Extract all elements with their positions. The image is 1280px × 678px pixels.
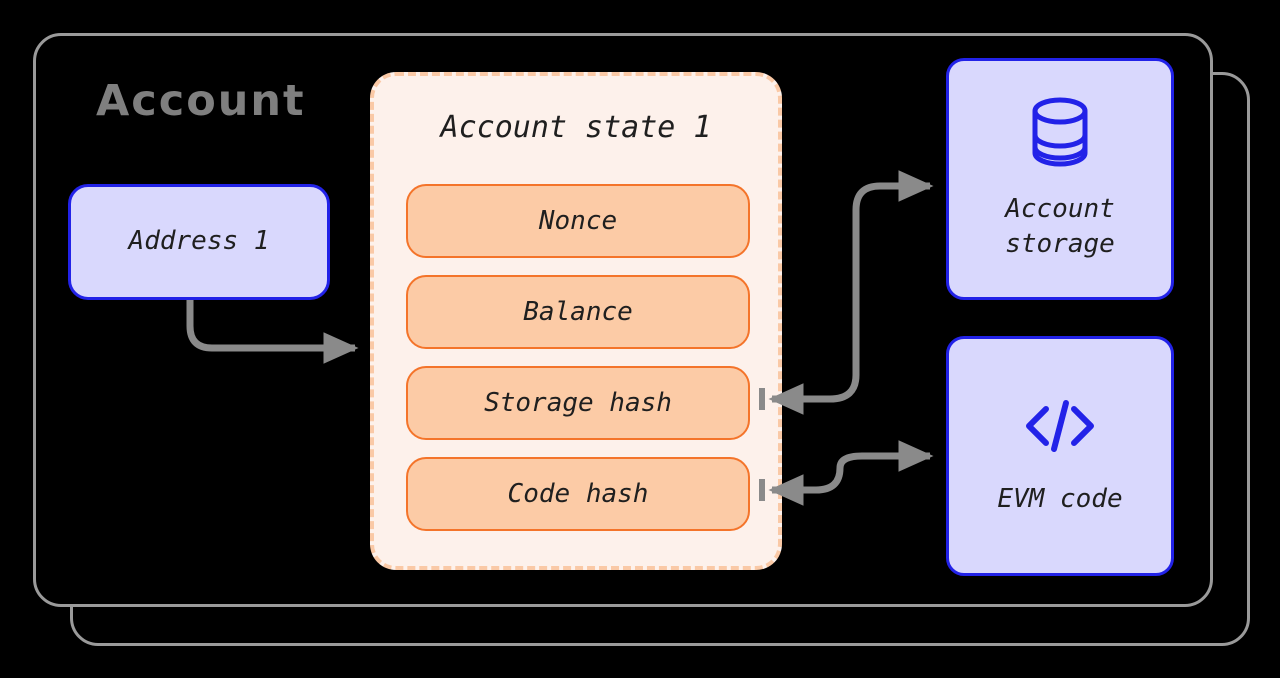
field-label: Code hash: [507, 479, 649, 509]
code-icon: [1022, 395, 1098, 467]
page-title: Account: [96, 76, 306, 126]
field-label: Nonce: [538, 206, 618, 236]
field-balance[interactable]: Balance: [406, 275, 750, 349]
database-icon: [1029, 96, 1091, 178]
evm-code-box[interactable]: EVM code: [946, 336, 1174, 576]
account-storage-label-line1: Account: [1005, 193, 1115, 224]
field-storage-hash[interactable]: Storage hash: [406, 366, 750, 440]
account-state-title: Account state 1: [440, 110, 712, 145]
account-state-container: Account state 1 Nonce Balance Storage ha…: [370, 72, 782, 570]
field-label: Storage hash: [484, 388, 672, 418]
field-label: Balance: [523, 297, 633, 327]
address-label: Address 1: [128, 226, 270, 257]
account-storage-box[interactable]: Account storage: [946, 58, 1174, 300]
field-nonce[interactable]: Nonce: [406, 184, 750, 258]
field-code-hash[interactable]: Code hash: [406, 457, 750, 531]
evm-code-label-line1: EVM code: [997, 483, 1123, 514]
address-box[interactable]: Address 1: [68, 184, 330, 300]
account-storage-label-line2: storage: [1005, 229, 1115, 260]
